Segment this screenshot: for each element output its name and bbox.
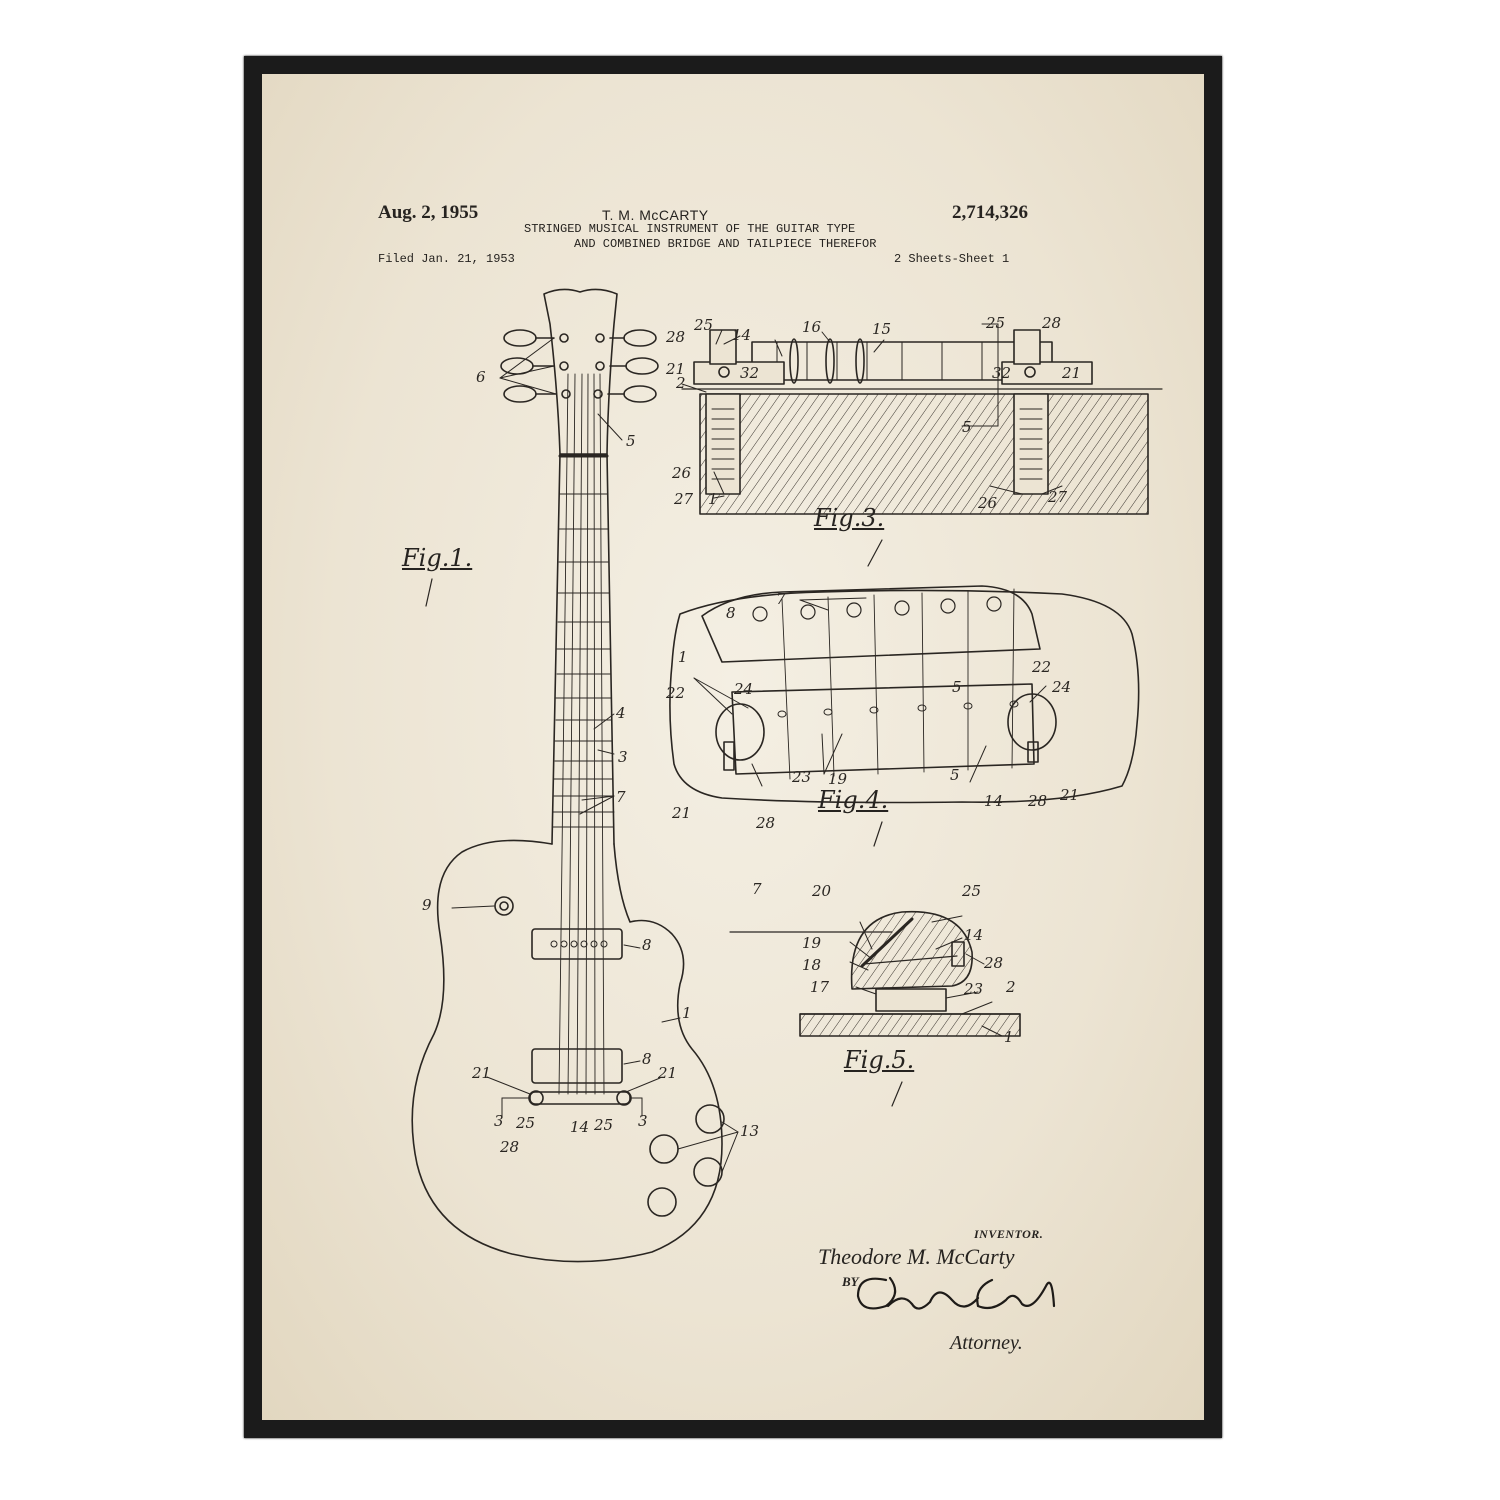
attorney-signature bbox=[856, 1276, 1056, 1310]
ref-label: 2 bbox=[676, 374, 686, 392]
bridge-section-drawing bbox=[681, 323, 1163, 515]
ref-label: 26 bbox=[672, 464, 692, 482]
ref-label: 1 bbox=[678, 648, 688, 666]
ref-label: 6 bbox=[476, 368, 486, 386]
ref-label: 26 bbox=[978, 494, 998, 512]
ref-label: 19 bbox=[802, 934, 822, 952]
inventor-label: INVENTOR. bbox=[974, 1227, 1044, 1241]
inventor-header: T. M. McCARTY bbox=[602, 207, 709, 223]
ref-label: 32 bbox=[740, 364, 760, 382]
figure-caption-5: Fig.5. bbox=[844, 1046, 915, 1074]
ref-label: 5 bbox=[626, 432, 636, 450]
ref-label: 28 bbox=[1042, 314, 1062, 332]
filed-date: Filed Jan. 21, 1953 bbox=[378, 252, 515, 266]
patent-number: 2,714,326 bbox=[952, 202, 1028, 223]
ref-label: 20 bbox=[812, 882, 832, 900]
inventor-name: Theodore M. McCarty bbox=[818, 1244, 1015, 1269]
picture-frame: Aug. 2, 1955 T. M. McCARTY 2,714,326 STR… bbox=[244, 56, 1222, 1438]
ref-label: 14 bbox=[984, 792, 1004, 810]
ref-label: 28 bbox=[1028, 792, 1048, 810]
ref-label: 27 bbox=[674, 490, 694, 508]
ref-label: 14 bbox=[732, 326, 752, 344]
patent-drawing bbox=[411, 288, 1163, 1310]
guitar-drawing bbox=[411, 288, 739, 1263]
ref-label: 8 bbox=[726, 604, 736, 622]
ref-label: 28 bbox=[984, 954, 1004, 972]
ref-label: 18 bbox=[802, 956, 822, 974]
ref-label: 5 bbox=[952, 678, 962, 696]
ref-label: 9 bbox=[422, 896, 432, 914]
ref-label: 5 bbox=[950, 766, 960, 784]
ref-label: 21 bbox=[1060, 786, 1080, 804]
patent-date: Aug. 2, 1955 bbox=[378, 202, 479, 223]
ref-label: 21 bbox=[658, 1064, 678, 1082]
ref-label: 25 bbox=[986, 314, 1006, 332]
ref-label: 24 bbox=[734, 680, 754, 698]
ref-label: 14 bbox=[964, 926, 984, 944]
ref-label: 22 bbox=[666, 684, 686, 702]
figure-caption-3: Fig.3. bbox=[814, 504, 885, 532]
ref-label: 13 bbox=[740, 1122, 760, 1140]
ref-label: 28 bbox=[666, 328, 686, 346]
ref-label: 25 bbox=[516, 1114, 536, 1132]
ref-label: 7 bbox=[752, 880, 762, 898]
ref-label: 15 bbox=[872, 320, 892, 338]
ref-label: 14 bbox=[570, 1118, 590, 1136]
ref-label: 17 bbox=[810, 978, 830, 996]
sheet-count: 2 Sheets-Sheet 1 bbox=[894, 252, 1010, 266]
ref-label: 5 bbox=[962, 418, 972, 436]
by-label: BY bbox=[842, 1274, 859, 1289]
ref-label: 1 bbox=[708, 490, 718, 508]
ref-label: 25 bbox=[594, 1116, 614, 1134]
pickup-bridge-drawing bbox=[669, 585, 1140, 804]
ref-label: 23 bbox=[792, 768, 812, 786]
ref-label: 21 bbox=[1062, 364, 1082, 382]
ref-label: 7 bbox=[616, 788, 626, 806]
patent-title-line-2: AND COMBINED BRIDGE AND TAILPIECE THEREF… bbox=[574, 237, 877, 251]
patent-sheet: Aug. 2, 1955 T. M. McCARTY 2,714,326 STR… bbox=[262, 74, 1204, 1420]
ref-label: 16 bbox=[802, 318, 822, 336]
ref-label: 28 bbox=[756, 814, 776, 832]
figure-caption-1: Fig.1. bbox=[402, 544, 473, 572]
ref-label: 23 bbox=[964, 980, 984, 998]
ref-label: 8 bbox=[642, 1050, 652, 1068]
saddle-section-drawing bbox=[729, 910, 1021, 1037]
ref-label: 1 bbox=[1004, 1028, 1014, 1046]
ref-label: 3 bbox=[494, 1112, 504, 1130]
ref-label: 25 bbox=[694, 316, 714, 334]
ref-label: 25 bbox=[962, 882, 982, 900]
ref-label: 21 bbox=[472, 1064, 492, 1082]
ref-label: 3 bbox=[638, 1112, 648, 1130]
ref-label: 27 bbox=[1048, 488, 1068, 506]
ref-label: 32 bbox=[992, 364, 1012, 382]
ref-label: 28 bbox=[500, 1138, 520, 1156]
ref-label: 1 bbox=[682, 1004, 692, 1022]
ref-label: 8 bbox=[642, 936, 652, 954]
ref-label: 21 bbox=[666, 360, 686, 378]
attorney-label: Attorney. bbox=[950, 1332, 1023, 1354]
ref-label: 21 bbox=[672, 804, 692, 822]
ref-label: 24 bbox=[1052, 678, 1072, 696]
ref-label: 3 bbox=[618, 748, 628, 766]
patent-title-line-1: STRINGED MUSICAL INSTRUMENT OF THE GUITA… bbox=[524, 222, 856, 236]
ref-label: 4 bbox=[616, 704, 626, 722]
ref-label: 7 bbox=[776, 590, 786, 608]
ref-label: 19 bbox=[828, 770, 848, 788]
ref-label: 22 bbox=[1032, 658, 1052, 676]
figure-caption-4: Fig.4. bbox=[818, 786, 889, 814]
ref-label: 2 bbox=[1006, 978, 1016, 996]
